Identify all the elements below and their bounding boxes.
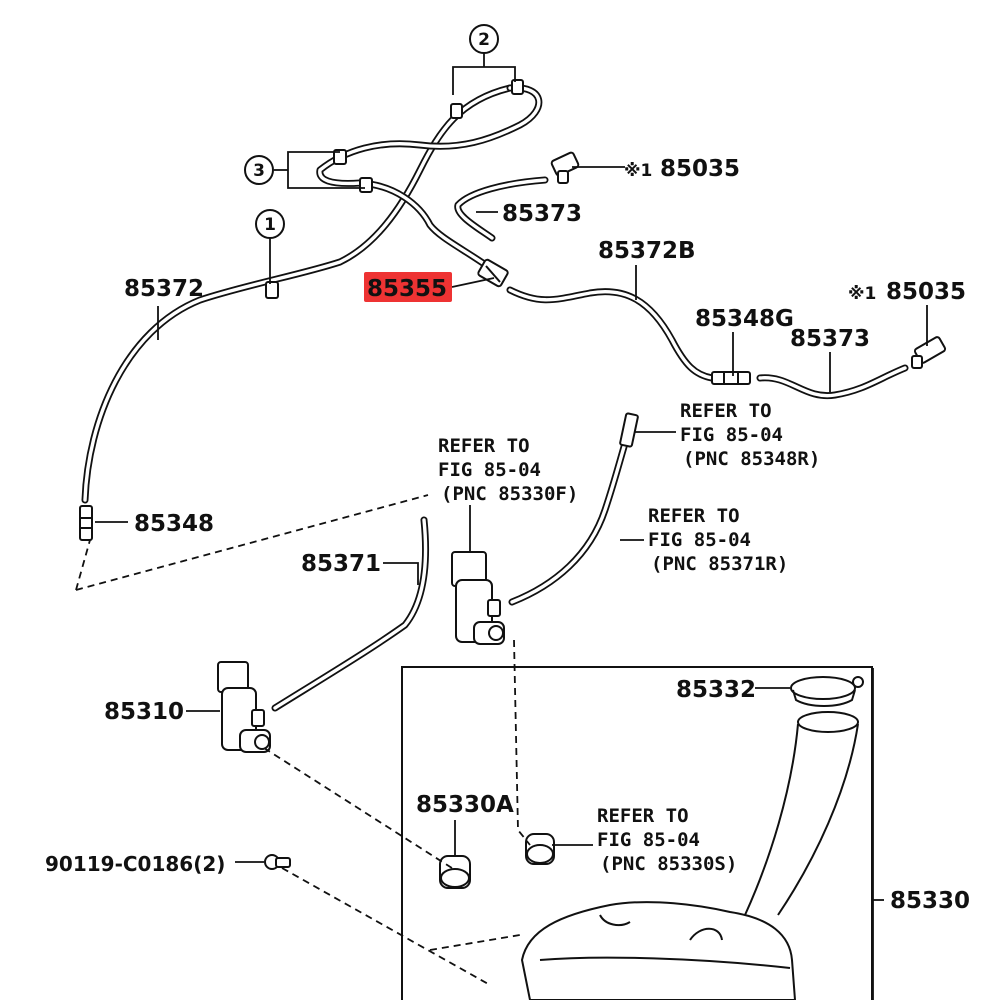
clamps-2 <box>450 79 524 119</box>
washer-tank-85330 <box>520 711 859 1000</box>
assembly-dash-lines <box>75 494 531 986</box>
reference-85371r-line-1: REFER TO <box>648 505 740 527</box>
label-85330a[interactable]: 85330A <box>416 792 514 818</box>
mark-1-upper: ※1 <box>624 161 652 181</box>
label-85330[interactable]: 85330 <box>890 888 970 914</box>
label-90119[interactable]: 90119-C0186(2) <box>45 852 225 876</box>
reference-85330f-line-3: (PNC 85330F) <box>441 483 578 505</box>
callout-3: 3 <box>244 155 274 185</box>
leader-lines <box>95 53 928 1000</box>
reference-85371r-line-3: (PNC 85371R) <box>651 553 788 575</box>
label-85372b[interactable]: 85372B <box>598 238 696 264</box>
joint-85348g <box>711 371 751 385</box>
tank-group-frame <box>401 666 873 1000</box>
reference-85330s-line-1: REFER TO <box>597 805 689 827</box>
label-85348[interactable]: 85348 <box>134 511 214 537</box>
label-85310[interactable]: 85310 <box>104 699 184 725</box>
reference-85371r: REFER TO FIG 85-04 (PNC 85371R) <box>648 505 788 575</box>
mark-1-lower: ※1 <box>848 284 876 304</box>
reference-85348r: REFER TO FIG 85-04 (PNC 85348R) <box>680 400 820 470</box>
label-85348g[interactable]: 85348G <box>695 306 794 332</box>
callout-1: 1 <box>255 209 285 239</box>
clamp-1 <box>265 281 279 299</box>
nozzle-85035-upper <box>550 151 580 184</box>
joint-85348r <box>619 412 639 448</box>
label-85035-lower[interactable]: 85035 <box>886 279 966 305</box>
hose-85373-lower <box>756 364 909 400</box>
hose-85373-upper <box>454 176 549 242</box>
reference-85330s-line-3: (PNC 85330S) <box>600 853 737 875</box>
hose-85372b <box>506 286 716 382</box>
label-85373-lower[interactable]: 85373 <box>790 326 870 352</box>
callout-2-text: 2 <box>478 30 490 50</box>
label-85371[interactable]: 85371 <box>301 551 381 577</box>
joint-85348 <box>79 505 93 541</box>
reference-85330s-line-2: FIG 85-04 <box>597 829 700 851</box>
check-valve-85355 <box>477 258 509 288</box>
label-85373-upper[interactable]: 85373 <box>502 201 582 227</box>
reference-85330f-line-2: FIG 85-04 <box>438 459 541 481</box>
grommet-85330s <box>525 833 555 865</box>
highlight-85355 <box>364 272 452 302</box>
hose-85371r <box>508 436 630 606</box>
callout-1-text: 1 <box>264 215 276 235</box>
washer-motor-85310 <box>217 661 271 753</box>
label-85035-upper[interactable]: 85035 <box>660 156 740 182</box>
reference-85330f-line-1: REFER TO <box>438 435 530 457</box>
label-85332[interactable]: 85332 <box>676 677 756 703</box>
label-85372[interactable]: 85372 <box>124 276 204 302</box>
label-85355[interactable]: 85355 <box>367 276 447 302</box>
hose-loop-upper <box>316 84 543 272</box>
callout-2: 2 <box>469 24 499 54</box>
washer-cap-85332 <box>790 676 864 707</box>
nozzle-85035-lower <box>911 336 947 369</box>
reference-85330s: REFER TO FIG 85-04 (PNC 85330S) <box>597 805 737 875</box>
bolt-90119 <box>264 854 291 870</box>
hose-85371 <box>271 516 430 712</box>
reference-85348r-line-2: FIG 85-04 <box>680 424 783 446</box>
reference-85348r-line-1: REFER TO <box>680 400 772 422</box>
washer-motor-85330f <box>451 551 505 645</box>
grommet-85330a <box>439 855 471 889</box>
reference-85330f: REFER TO FIG 85-04 (PNC 85330F) <box>438 435 578 505</box>
callout-3-text: 3 <box>253 161 265 181</box>
reference-85371r-line-2: FIG 85-04 <box>648 529 751 551</box>
reference-85348r-line-3: (PNC 85348R) <box>683 448 820 470</box>
